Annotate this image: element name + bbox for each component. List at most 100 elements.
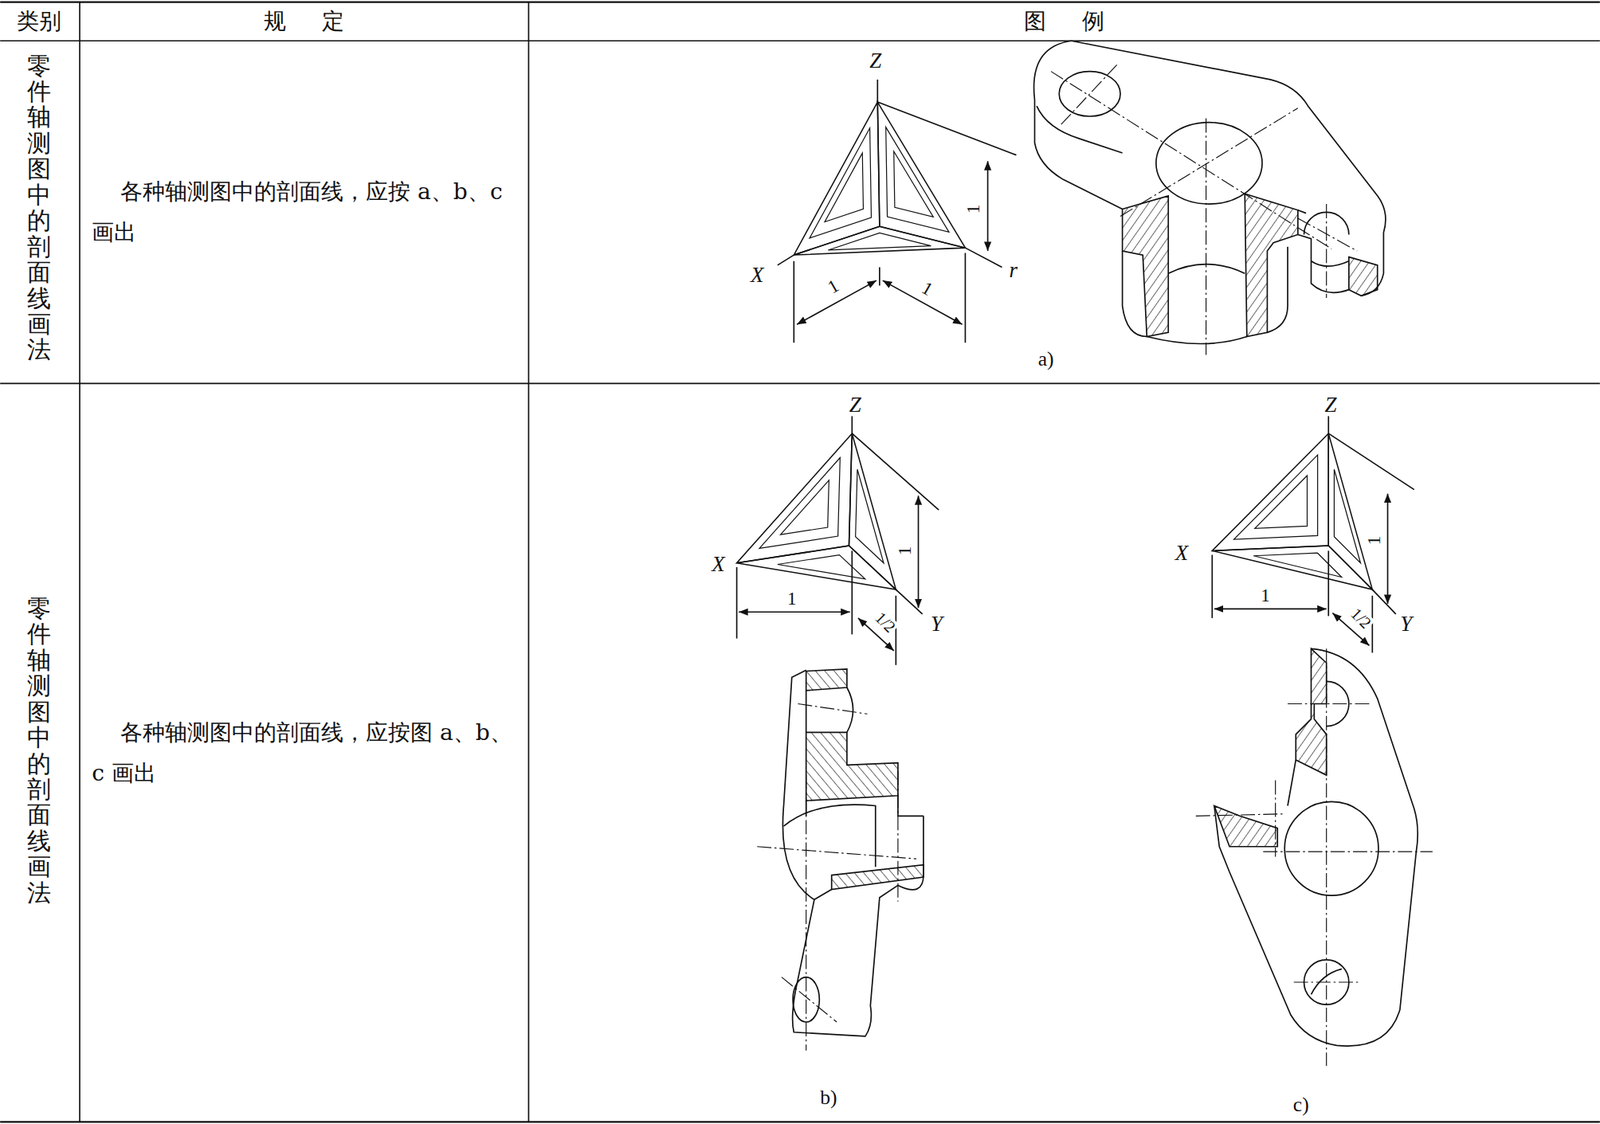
axis-triangle-line (827, 232, 931, 251)
axis-triangle-line (809, 128, 871, 239)
axis-triangle-line (895, 596, 898, 666)
axis-triangle-line (964, 247, 1002, 267)
part-section-b-line (756, 847, 917, 859)
table-rules-line (0, 39, 1600, 42)
part-section-b-line (897, 771, 899, 902)
part-section-b-line (784, 804, 876, 867)
dimension-value: 1 (1364, 534, 1384, 548)
axis-triangle-line (1387, 494, 1389, 604)
axis-label: X (709, 553, 726, 576)
axis-triangle (777, 79, 1017, 343)
axis-label: X (1173, 542, 1190, 565)
table-rules-line (0, 0, 1600, 3)
axis-triangle-line (1327, 550, 1330, 616)
category-cell: 零件轴测图中的剖面线画法 (27, 596, 51, 906)
part-section-a-line (1298, 210, 1306, 214)
axis-label: Y (1398, 613, 1414, 636)
axis-triangle-line (851, 433, 939, 510)
part-section-c (1196, 648, 1433, 1067)
axis-triangle-line (1372, 589, 1396, 615)
part-section-b-line (898, 796, 924, 817)
axis-triangle-line (737, 545, 897, 590)
table-rules-line (0, 1121, 1600, 1123)
axis-triangle-line (780, 480, 830, 535)
part-section-b-line (847, 687, 854, 733)
axis-triangle-line (964, 253, 967, 344)
figure-caption: b) (818, 1087, 839, 1109)
axis-label: Y (929, 613, 945, 636)
part-section-c-line (1274, 780, 1276, 858)
part-section-c-line (1284, 801, 1379, 896)
dimension-value: 1/2 (1346, 603, 1376, 633)
part-section-a-line (1156, 122, 1263, 204)
axis-triangle-line (1214, 608, 1327, 611)
column-header: 规定 (226, 10, 382, 33)
axis-triangle (737, 415, 940, 665)
axis-triangle-line (738, 611, 851, 613)
axis-triangle (1211, 415, 1415, 653)
part-section-a-line (1036, 105, 1123, 153)
axis-triangle-line (850, 415, 853, 434)
part-section-a-line (1298, 218, 1357, 251)
table-rules-line (528, 2, 530, 1123)
axis-triangle-line (1211, 555, 1213, 619)
axis-label: Z (847, 394, 863, 416)
dimension-value: 1 (785, 589, 799, 608)
part-section-c-line (1295, 648, 1326, 776)
part-section-c-line (1294, 981, 1362, 983)
axis-triangle-line (1254, 475, 1308, 529)
dimension-value: 1 (964, 203, 983, 216)
part-section-c-line (1196, 814, 1284, 817)
part-section-a-line (1325, 203, 1327, 299)
axis-triangle-line (736, 567, 738, 640)
part-section-b-line (797, 703, 867, 714)
axis-triangle-line (848, 433, 896, 590)
axis-label: X (749, 264, 765, 287)
part-section-a-line (1266, 247, 1288, 334)
part-section-a-line (1146, 337, 1247, 345)
axis-triangle-line (855, 469, 884, 564)
part-section-a-line (1071, 40, 1386, 296)
figure-caption: a) (1036, 349, 1056, 370)
part-section-b-line (782, 670, 924, 1037)
category-cell: 零件轴测图中的剖面线画法 (27, 53, 51, 364)
rule-text: 各种轴测图中的剖面线，应按图 a、b、c 画出 (91, 712, 518, 794)
axis-triangle-line (876, 79, 879, 102)
axis-triangle-line (894, 151, 934, 217)
part-section-a-line (1349, 257, 1378, 297)
part-section-a-line (1034, 40, 1123, 209)
part-section-c-line (1262, 851, 1433, 853)
part-section-a-line (1244, 193, 1299, 337)
dimension-value: 1 (823, 275, 844, 299)
part-section-a-line (1310, 261, 1349, 267)
axis-triangle-line (824, 152, 863, 222)
part-section-c-line (1214, 806, 1278, 848)
axis-triangle-line (1211, 433, 1329, 551)
table-rules-line (78, 2, 81, 1123)
part-section-a-line (1061, 62, 1119, 125)
part-section-a-line (1122, 250, 1148, 338)
axis-triangle-line (1211, 545, 1373, 590)
rule-text: 各种轴测图中的剖面线，应按 a、b、c 画出 (91, 171, 518, 253)
axis-triangle-line (1327, 415, 1330, 434)
axis-triangle-line (793, 101, 880, 255)
axis-triangle-line (1333, 469, 1361, 564)
part-section-b-line (814, 890, 832, 901)
axis-triangle-line (917, 495, 920, 608)
column-header: 类别 (15, 10, 63, 33)
part-section-a (1034, 40, 1386, 355)
part-section-a-line (1120, 108, 1299, 217)
axis-triangle-line (877, 101, 965, 248)
figure-caption: c) (1291, 1094, 1311, 1116)
part-section-b-line (831, 865, 924, 891)
axis-label: Z (1322, 394, 1338, 416)
axis-triangle-line (987, 160, 989, 251)
part-section-b (756, 669, 924, 1051)
part-section-c-line (1325, 648, 1327, 1067)
axis-triangle-line (878, 266, 881, 286)
part-section-b-line (781, 977, 837, 1023)
part-section-c-line (1287, 703, 1369, 705)
axis-triangle-line (737, 433, 853, 564)
